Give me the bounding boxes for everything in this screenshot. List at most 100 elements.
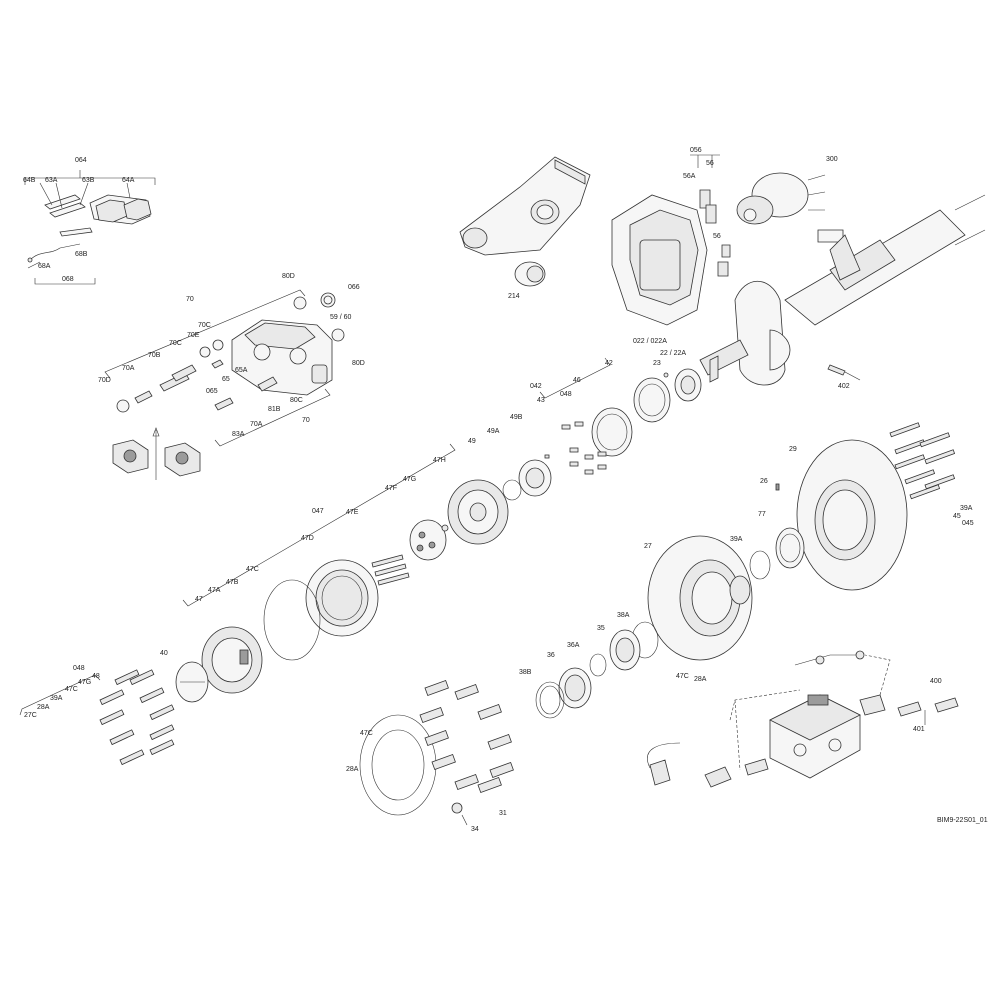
label-56: 56 (706, 160, 714, 167)
bearing-group (535, 621, 659, 719)
label-22: 22 / 22A (660, 350, 686, 357)
label-042: 042 (530, 383, 542, 390)
label-70c-a: 70C (198, 322, 211, 329)
label-47g-b: 47G (78, 679, 91, 686)
label-47c-a: 47C (246, 566, 259, 573)
label-59-60: 59 / 60 (330, 314, 352, 321)
label-401: 401 (913, 726, 925, 733)
label-63b: 63B (82, 177, 95, 184)
label-83a: 83A (232, 431, 245, 438)
label-80c: 80C (290, 397, 303, 404)
label-63a: 63A (45, 177, 58, 184)
brake-disc-group (647, 422, 956, 661)
label-35: 35 (597, 625, 605, 632)
label-38b: 38B (519, 669, 532, 676)
label-47a: 47A (208, 587, 221, 594)
label-26: 26 (760, 478, 768, 485)
label-065: 065 (206, 388, 218, 395)
label-56a: 56A (683, 173, 696, 180)
caliper-assembly-group (611, 154, 826, 326)
brake-pad-kit-group (24, 170, 156, 285)
label-49: 49 (468, 438, 476, 445)
sensor-402 (827, 364, 861, 381)
label-31: 31 (499, 810, 507, 817)
label-045: 045 (962, 520, 974, 527)
label-27c: 27C (24, 712, 37, 719)
label-80d-top: 80D (282, 273, 295, 280)
label-70a-b: 70A (250, 421, 263, 428)
label-28a-d: 28A (346, 766, 359, 773)
label-64b: 64B (23, 177, 36, 184)
label-47g: 47G (403, 476, 416, 483)
label-43: 43 (537, 397, 545, 404)
label-29: 29 (789, 446, 797, 453)
label-23: 23 (653, 360, 661, 367)
label-47: 47 (195, 596, 203, 603)
label-46: 46 (573, 377, 581, 384)
label-34: 34 (471, 826, 479, 833)
label-70-b: 70 (302, 417, 310, 424)
label-70-top: 70 (186, 296, 194, 303)
label-47f: 47F (385, 485, 397, 492)
label-70a-a: 70A (122, 365, 135, 372)
label-064: 064 (75, 157, 87, 164)
label-022: 022 / 022A (633, 338, 667, 345)
label-36a: 36A (567, 642, 580, 649)
label-42: 42 (605, 360, 613, 367)
label-048-a: 048 (560, 391, 572, 398)
label-68a: 68A (38, 263, 51, 270)
drawing-id: BIM9-22S01_01 (937, 817, 988, 824)
studs-45 (889, 422, 956, 500)
label-36: 36 (547, 652, 555, 659)
planetary-gear-group (175, 443, 552, 703)
swing-arm-group (459, 156, 591, 287)
wheel-stud-group (359, 679, 514, 826)
label-402: 402 (838, 383, 850, 390)
label-048-b: 048 (73, 665, 85, 672)
label-49a: 49A (487, 428, 500, 435)
label-47d: 47D (301, 535, 314, 542)
label-70d: 70D (98, 377, 111, 384)
label-45: 45 (953, 513, 961, 520)
label-47h: 47H (433, 457, 446, 464)
label-047: 047 (312, 508, 324, 515)
label-214: 214 (508, 293, 520, 300)
label-65a: 65A (235, 367, 248, 374)
label-39a: 39A (960, 505, 973, 512)
label-81b: 81B (268, 406, 281, 413)
axle-beam-group (699, 194, 986, 386)
label-80d-b: 80D (352, 360, 365, 367)
hub-nut-seal-group (539, 357, 702, 475)
label-38a: 38A (617, 612, 630, 619)
label-47c-c: 47C (676, 673, 689, 680)
callout-labels: 064 64B 63A 63B 64A 68B 68A 068 80D 066 … (23, 147, 988, 833)
label-47b: 47B (226, 579, 239, 586)
label-70c-b: 70C (169, 340, 182, 347)
label-70e: 70E (187, 332, 200, 339)
label-28a-b: 28A (37, 704, 50, 711)
label-300: 300 (826, 156, 838, 163)
label-47e: 47E (346, 509, 359, 516)
bolt-kit-048 (19, 669, 175, 766)
label-64a: 64A (122, 177, 135, 184)
label-066: 066 (348, 284, 360, 291)
label-068: 068 (62, 276, 74, 283)
label-48: 48 (92, 673, 100, 680)
label-28a-c: 28A (694, 676, 707, 683)
label-056: 056 (690, 147, 702, 154)
label-65: 65 (222, 376, 230, 383)
caliper-kit-group (104, 289, 345, 447)
label-39a-c: 39A (730, 536, 743, 543)
label-68b: 68B (75, 251, 88, 258)
valve-block-group (647, 650, 959, 788)
label-47c-b: 47C (65, 686, 78, 693)
stud-bolts-43 (544, 421, 607, 475)
label-40: 40 (160, 650, 168, 657)
caliper-orientation-inset (112, 427, 201, 480)
label-47c-d: 47C (360, 730, 373, 737)
label-39a-b: 39A (50, 695, 63, 702)
label-27: 27 (644, 543, 652, 550)
label-77: 77 (758, 511, 766, 518)
label-56-b: 56 (713, 233, 721, 240)
